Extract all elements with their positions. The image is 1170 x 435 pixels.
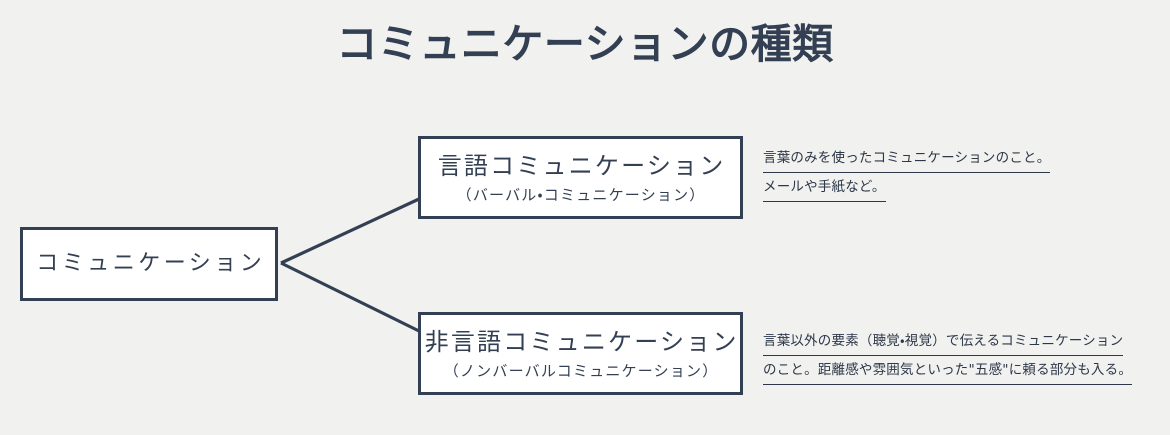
- node-nonverbal-title: 非言語コミュニケーション: [424, 328, 739, 356]
- annotation-verbal-row: メールや手紙など。: [763, 175, 1143, 202]
- annotation-verbal-line-2: メールや手紙など。: [763, 175, 886, 202]
- annotation-nonverbal-line-2: のこと。距離感や雰囲気といった"五感"に頼る部分も入る。: [763, 358, 1133, 385]
- node-root[interactable]: コミュニケーション: [20, 227, 278, 301]
- node-nonverbal[interactable]: 非言語コミュニケーション （ノンバーバルコミュニケーション）: [418, 312, 743, 395]
- page-title: コミュニケーションの種類: [336, 20, 834, 68]
- node-verbal-title: 言語コミュニケーション: [437, 152, 726, 180]
- node-nonverbal-subtitle: （ノンバーバルコミュニケーション）: [443, 362, 719, 380]
- annotation-nonverbal: 言葉以外の要素（聴覚・視覚）で伝えるコミュニケーション のこと。距離感や雰囲気と…: [763, 329, 1153, 387]
- annotation-nonverbal-line-1: 言葉以外の要素（聴覚・視覚）で伝えるコミュニケーション: [763, 329, 1124, 356]
- annotation-verbal: 言葉のみを使ったコミュニケーションのこと。 メールや手紙など。: [763, 146, 1143, 204]
- connector-root-to-nonverbal: [280, 261, 420, 333]
- connector-root-to-verbal: [280, 197, 420, 265]
- annotation-nonverbal-row: 言葉以外の要素（聴覚・視覚）で伝えるコミュニケーション: [763, 329, 1153, 356]
- node-verbal[interactable]: 言語コミュニケーション （バーバル・コミュニケーション）: [418, 136, 743, 219]
- annotation-nonverbal-row: のこと。距離感や雰囲気といった"五感"に頼る部分も入る。: [763, 358, 1153, 385]
- annotation-verbal-row: 言葉のみを使ったコミュニケーションのこと。: [763, 146, 1143, 173]
- node-verbal-subtitle: （バーバル・コミュニケーション）: [456, 186, 706, 204]
- annotation-verbal-line-1: 言葉のみを使ったコミュニケーションのこと。: [763, 146, 1051, 173]
- node-root-label: コミュニケーション: [36, 251, 266, 276]
